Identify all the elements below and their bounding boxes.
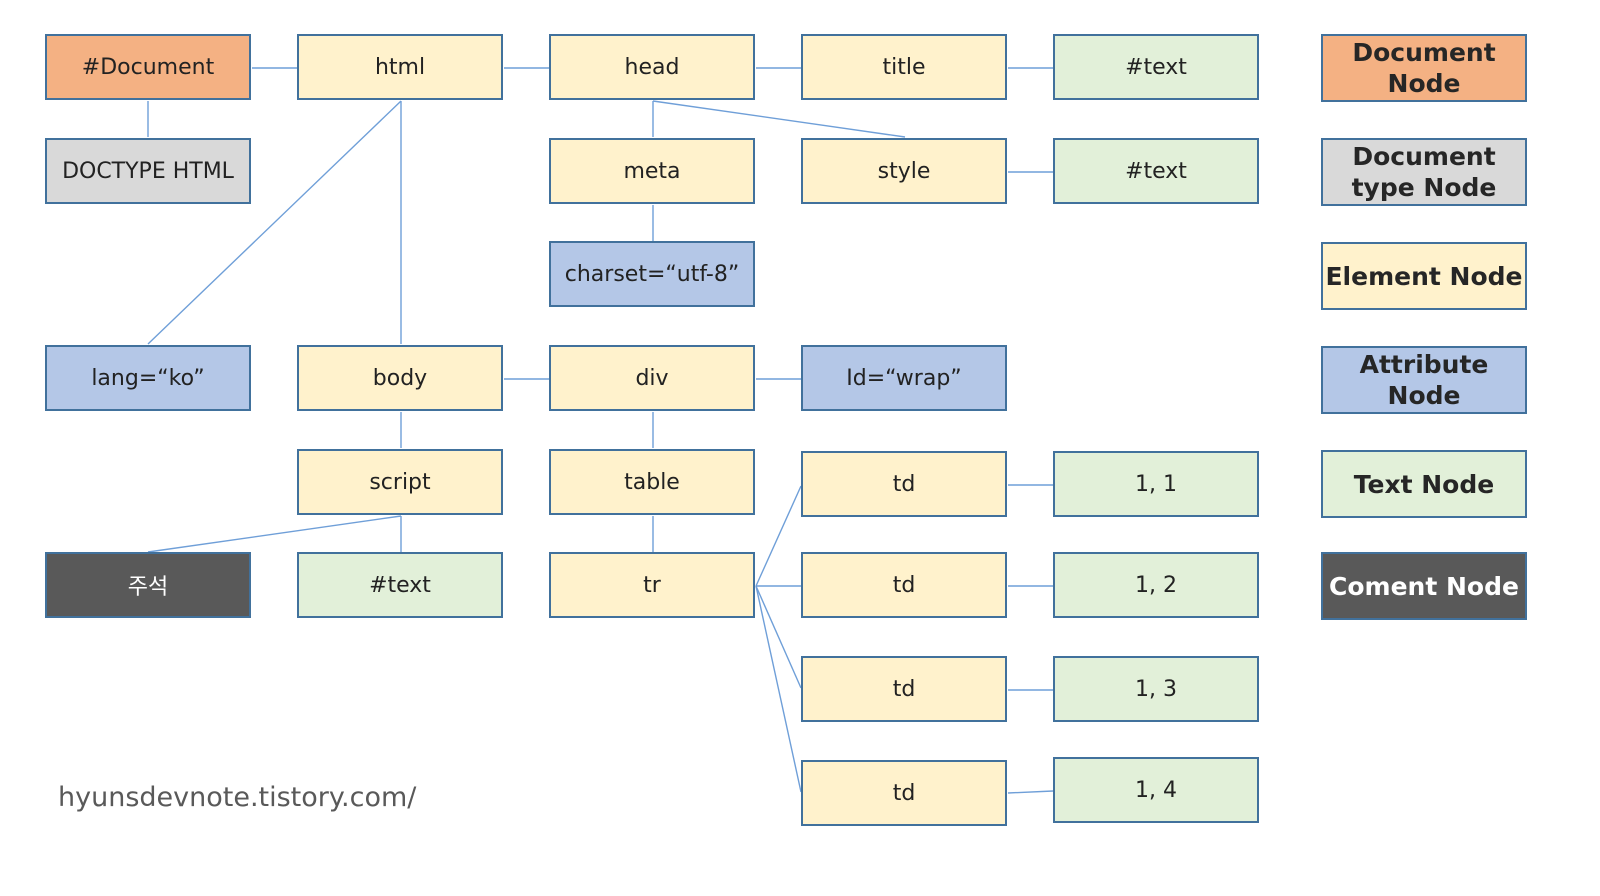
node-html: html <box>297 34 503 100</box>
watermark-url: hyunsdevnote.tistory.com/ <box>58 782 417 813</box>
edge-head-style <box>652 100 906 138</box>
legend-comment-node: Coment Node <box>1321 552 1527 620</box>
node-document: #Document <box>45 34 251 100</box>
legend-element-node: Element Node <box>1321 242 1527 310</box>
node-cell-4: 1, 4 <box>1053 757 1259 823</box>
node-head: head <box>549 34 755 100</box>
edge-tr-td1 <box>755 485 802 587</box>
legend-doctype-node: Document type Node <box>1321 138 1527 206</box>
node-lang-attr: lang=“ko” <box>45 345 251 411</box>
node-script: script <box>297 449 503 515</box>
edge-html-lang <box>147 100 402 345</box>
node-td-4: td <box>801 760 1007 826</box>
node-style: style <box>801 138 1007 204</box>
node-cell-1: 1, 1 <box>1053 451 1259 517</box>
node-doctype: DOCTYPE HTML <box>45 138 251 204</box>
node-title: title <box>801 34 1007 100</box>
edge-script-comment <box>147 515 402 553</box>
edge-tr-td3 <box>755 585 802 689</box>
node-body: body <box>297 345 503 411</box>
legend-text-node: Text Node <box>1321 450 1527 518</box>
node-style-text: #text <box>1053 138 1259 204</box>
node-charset-attr: charset=“utf-8” <box>549 241 755 307</box>
node-script-text: #text <box>297 552 503 618</box>
node-td-2: td <box>801 552 1007 618</box>
legend-attribute-node: Attribute Node <box>1321 346 1527 414</box>
node-id-attr: Id=“wrap” <box>801 345 1007 411</box>
node-td-1: td <box>801 451 1007 517</box>
node-title-text: #text <box>1053 34 1259 100</box>
node-comment: 주석 <box>45 552 251 618</box>
edge-tr-td4 <box>755 585 802 793</box>
node-cell-3: 1, 3 <box>1053 656 1259 722</box>
node-td-3: td <box>801 656 1007 722</box>
node-table: table <box>549 449 755 515</box>
node-meta: meta <box>549 138 755 204</box>
edge-td4-cell <box>1007 790 1054 794</box>
node-tr: tr <box>549 552 755 618</box>
node-cell-2: 1, 2 <box>1053 552 1259 618</box>
node-div: div <box>549 345 755 411</box>
legend-document-node: Document Node <box>1321 34 1527 102</box>
